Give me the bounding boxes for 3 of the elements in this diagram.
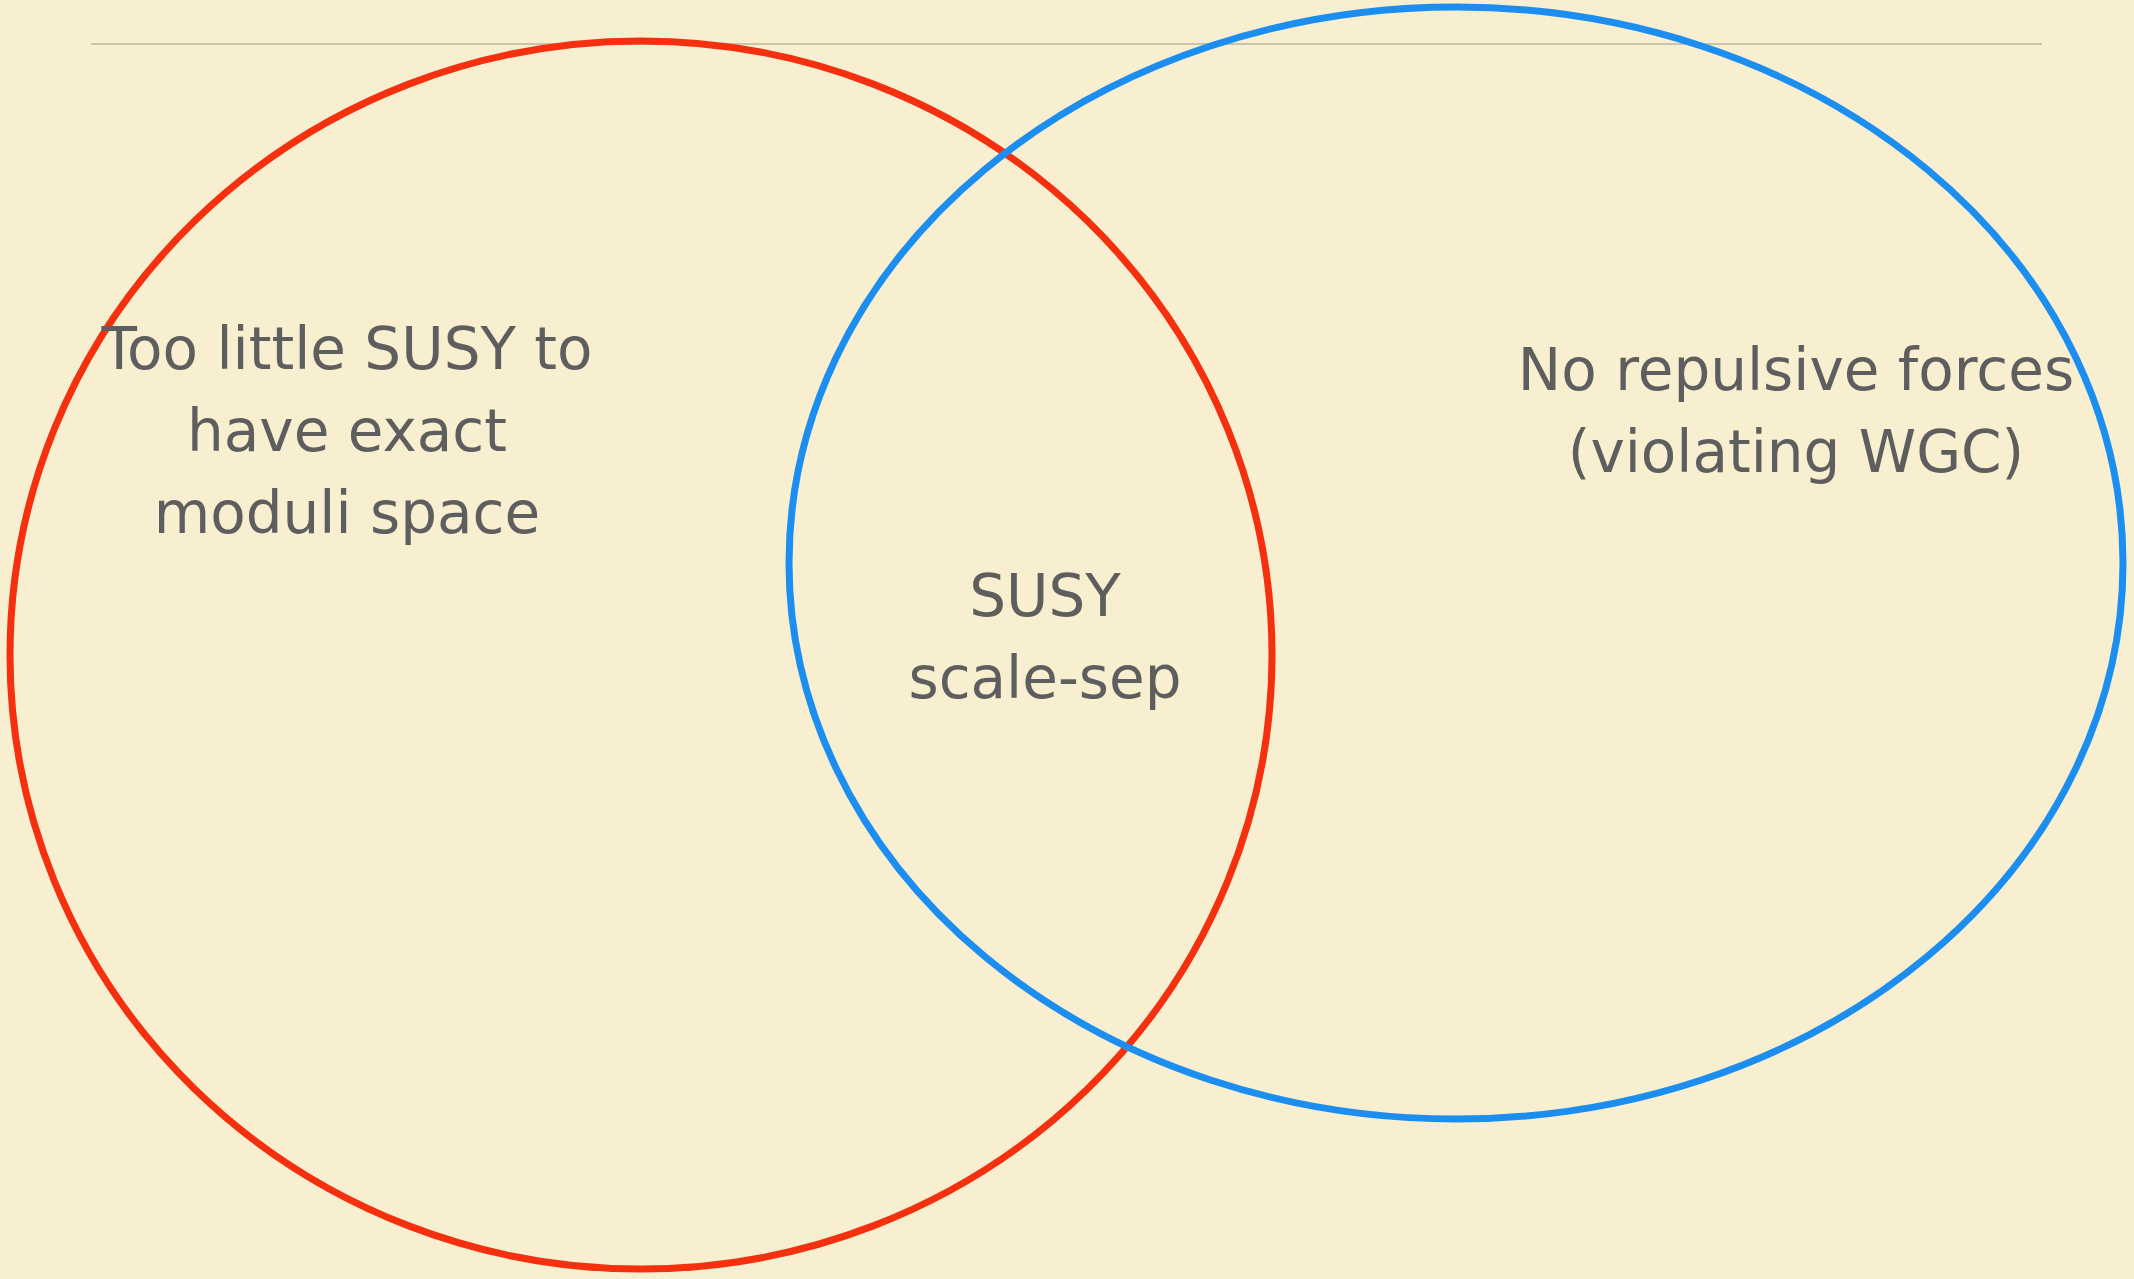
set-label: No repulsive forces (violating WGC): [1516, 335, 2076, 488]
set-label: Too little SUSY to have exact moduli space: [100, 314, 594, 549]
intersection-label: SUSY scale-sep: [907, 561, 1183, 714]
